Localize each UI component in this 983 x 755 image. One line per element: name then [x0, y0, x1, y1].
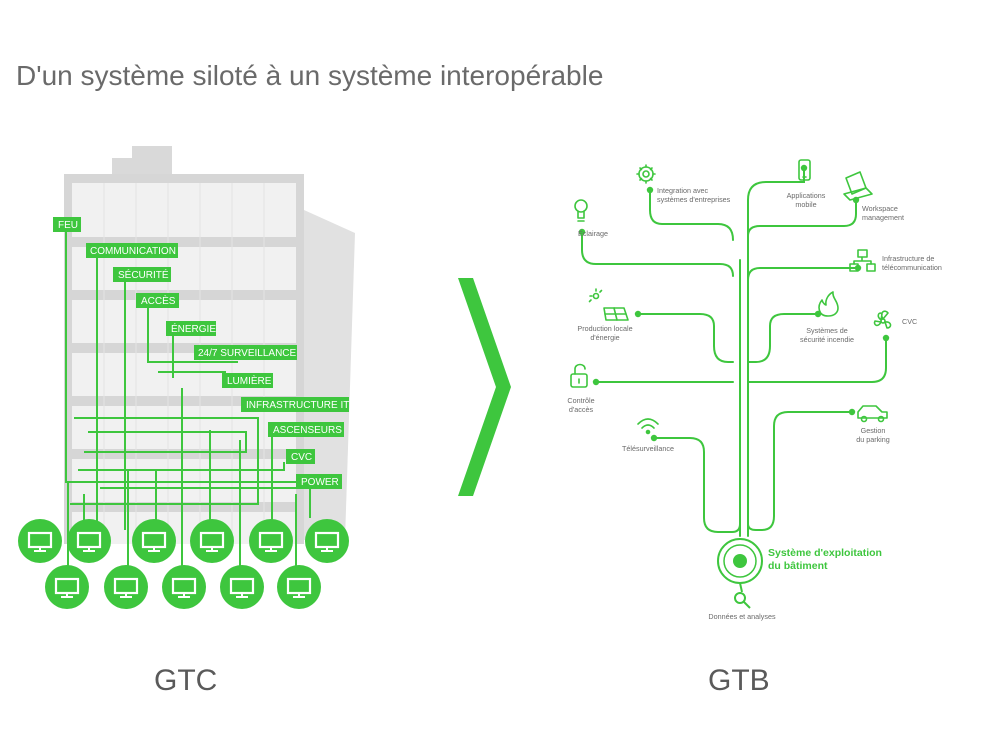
monitor-icon	[102, 563, 150, 611]
svg-text:ASCENSEURS: ASCENSEURS	[273, 425, 342, 436]
label-workspace-1: Workspace	[862, 204, 898, 213]
label-parking-2: du parking	[856, 435, 890, 444]
label-production-1: Production locale	[577, 324, 632, 333]
label-workspace-2: management	[862, 213, 904, 222]
network-icon	[849, 249, 876, 272]
label-production-2: d'énergie	[590, 333, 619, 342]
label-controle-2: d'accès	[569, 405, 594, 414]
unlocked-padlock-icon	[570, 363, 588, 388]
data-analysis-label: Données et analyses	[708, 612, 776, 621]
gtc-label-energie: ÉNERGIE	[166, 321, 216, 336]
label-incendie-2: sécurité incendie	[800, 335, 854, 344]
gtc-label-surveillance: 24/7 SURVEILLANCE	[194, 345, 297, 360]
gtc-wiring	[65, 230, 311, 586]
search-icon	[734, 592, 751, 609]
monitor-icon	[16, 517, 64, 565]
svg-text:LUMIÈRE: LUMIÈRE	[227, 374, 272, 387]
svg-text:FEU: FEU	[58, 220, 78, 231]
label-controle-1: Contrôle	[567, 396, 594, 405]
monitor-icon	[303, 517, 351, 565]
laptop-icon	[843, 171, 873, 201]
svg-text:24/7 SURVEILLANCE: 24/7 SURVEILLANCE	[198, 348, 297, 359]
gtc-label-feu: FEU	[53, 217, 81, 232]
svg-text:ACCÈS: ACCÈS	[141, 294, 176, 307]
svg-text:POWER: POWER	[301, 477, 339, 488]
monitor-icon	[65, 517, 113, 565]
label-cvc: CVC	[902, 317, 917, 326]
fan-icon	[873, 310, 892, 329]
gtc-label-cvc: CVC	[286, 449, 315, 464]
svg-text:INFRASTRUCTURE IT: INFRASTRUCTURE IT	[246, 400, 349, 411]
gtb-tree	[581, 167, 887, 537]
solar-panel-icon	[588, 288, 629, 321]
monitor-icon	[160, 563, 208, 611]
gtc-label-lumiere: LUMIÈRE	[222, 373, 273, 388]
monitor-icon	[43, 563, 91, 611]
label-integration-2: systèmes d'entreprises	[657, 195, 731, 204]
monitor-icon	[130, 517, 178, 565]
svg-text:CVC: CVC	[291, 452, 312, 463]
svg-text:SÉCURITÉ: SÉCURITÉ	[118, 268, 169, 281]
core-label-line2: du bâtiment	[768, 560, 828, 572]
gtc-label-infrastructure-it: INFRASTRUCTURE IT	[241, 397, 349, 412]
gtc-label-ascenseurs: ASCENSEURS	[268, 422, 344, 437]
label-tele: Télésurveillance	[622, 444, 674, 453]
gtc-label-power: POWER	[296, 474, 342, 489]
smartphone-icon	[798, 159, 811, 181]
fire-icon	[818, 291, 839, 317]
lightbulb-icon	[574, 199, 588, 222]
gtc-label-communication: COMMUNICATION	[86, 243, 178, 258]
label-eclairage: Éclairage	[578, 229, 608, 238]
svg-text:ÉNERGIE: ÉNERGIE	[171, 322, 216, 335]
gear-icon	[636, 164, 656, 184]
monitor-icon	[275, 563, 323, 611]
label-apps-1: Applications	[787, 191, 826, 200]
monitor-icon	[218, 563, 266, 611]
label-infra-2: télécommunication	[882, 263, 942, 272]
car-icon	[857, 405, 888, 423]
label-infra-1: Infrastructure de	[882, 254, 934, 263]
label-parking-1: Gestion	[861, 426, 886, 435]
monitor-icon	[247, 517, 295, 565]
caption-gtb: GTB	[708, 664, 770, 697]
svg-text:COMMUNICATION: COMMUNICATION	[90, 246, 176, 257]
caption-gtc: GTC	[154, 664, 218, 697]
core-label-line1: Système d'exploitation	[768, 547, 882, 559]
gtc-label-acces: ACCÈS	[136, 293, 179, 308]
page-title: D'un système siloté à un système interop…	[16, 60, 604, 91]
gtb-labels: Éclairage Integration avec systèmes d'en…	[567, 186, 942, 453]
gtc-label-securite: SÉCURITÉ	[113, 267, 171, 282]
gtb-endpoints	[578, 164, 890, 442]
label-incendie-1: Systèmes de	[806, 326, 848, 335]
transition-arrow-icon	[458, 278, 511, 496]
wifi-icon	[637, 418, 659, 435]
monitor-icon	[188, 517, 236, 565]
label-integration-1: Integration avec	[657, 186, 709, 195]
label-apps-2: mobile	[795, 200, 816, 209]
gtc-labels: FEU COMMUNICATION SÉCURITÉ ACCÈS ÉNERGIE…	[53, 217, 349, 489]
core-node	[717, 538, 763, 593]
